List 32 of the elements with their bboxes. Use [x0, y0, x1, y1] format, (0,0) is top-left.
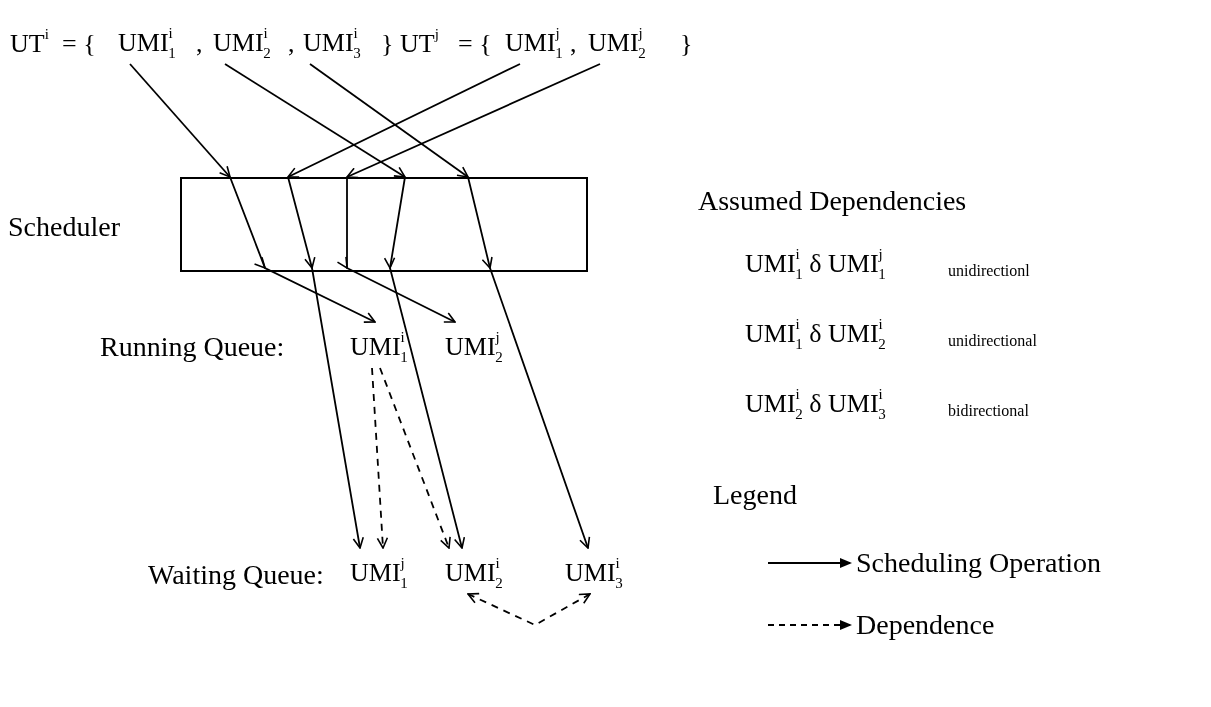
- dashed-arrow: [379, 367, 451, 549]
- math-symbol: ,: [570, 30, 577, 59]
- arrow: [346, 63, 601, 179]
- legend-text: Scheduling Operation: [856, 548, 1101, 579]
- arrow: [287, 63, 521, 178]
- dashed-arrow: [467, 592, 591, 626]
- math-symbol: = {: [458, 30, 492, 59]
- section-heading: Assumed Dependencies: [698, 186, 967, 217]
- arrow: [224, 63, 406, 178]
- math-symbol: }: [680, 30, 693, 59]
- legend-text: Dependence: [856, 610, 995, 641]
- dependency-type: unidirectional: [948, 332, 1037, 350]
- queue-label: Waiting Queue:: [148, 560, 324, 591]
- arrow: [229, 176, 376, 323]
- arrow: [287, 176, 364, 549]
- dependency-type: bidirectional: [948, 402, 1029, 420]
- math-symbol: UT$^{j}$: [400, 30, 439, 59]
- math-symbol: }: [381, 30, 394, 59]
- math-symbol: UT$^{i}$: [10, 30, 49, 59]
- section-heading: Legend: [713, 480, 797, 511]
- arrow: [309, 63, 469, 178]
- arrow: [337, 176, 456, 323]
- dashed-arrow: [371, 367, 389, 549]
- arrow: [129, 63, 231, 178]
- math-symbol: ,: [288, 30, 295, 59]
- box-heading: Scheduler: [8, 213, 120, 241]
- arrow: [384, 176, 465, 549]
- arrow: [467, 176, 591, 549]
- queue-label: Running Queue:: [100, 332, 285, 363]
- dependency-type: unidirectionl: [948, 262, 1030, 280]
- math-symbol: = {: [62, 30, 96, 59]
- math-symbol: ,: [196, 30, 203, 59]
